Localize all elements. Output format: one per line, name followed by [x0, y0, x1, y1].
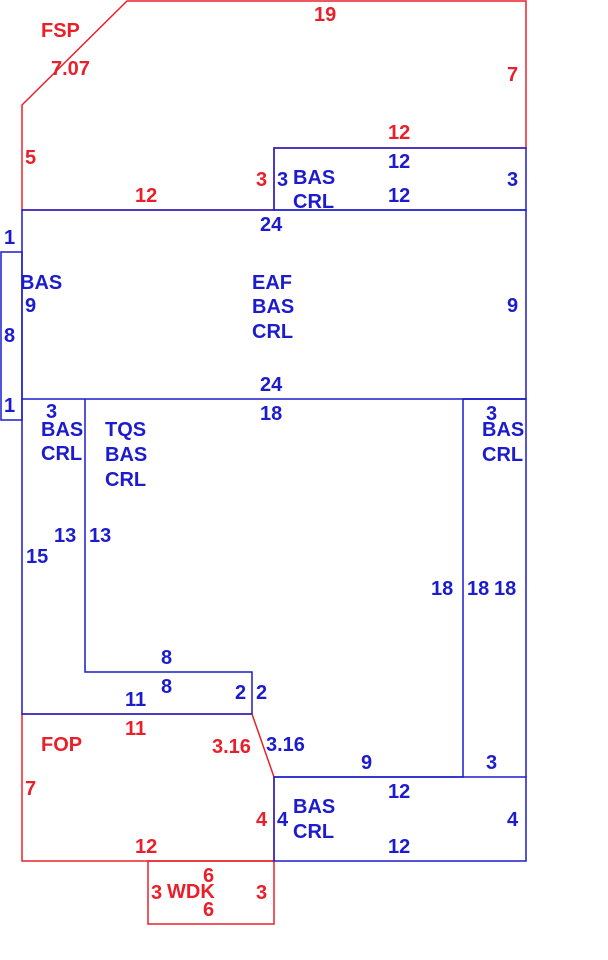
tqs-room-code-bas: BAS: [105, 444, 147, 466]
fsp-step-left-dimension: 3: [256, 169, 267, 191]
fop-diagonal-dimension: 3.16: [212, 736, 251, 758]
fop-left-dimension: 7: [25, 778, 36, 800]
bas-top-room-right-dimension: 3: [507, 169, 518, 191]
fsp-bottom-dimension: 12: [135, 185, 157, 207]
eaf-room-left-code: BAS: [20, 272, 62, 294]
bottom-bas-room-outline: [273, 776, 527, 862]
wdk-area-outline: [147, 860, 275, 925]
fsp-left-dimension: 5: [25, 147, 36, 169]
bottom-bas-room-code-bas: BAS: [293, 796, 335, 818]
wdk-label: WDK: [167, 881, 215, 903]
right-column-code-bas: BAS: [482, 419, 524, 441]
tqs-room-bottom-dimension: 9: [361, 752, 372, 774]
fsp-step-top-dimension: 12: [388, 122, 410, 144]
left-column-top-dimension: 3: [46, 401, 57, 423]
wdk-bottom-dimension: 6: [203, 899, 214, 921]
eaf-room-top-dimension: 24: [260, 214, 283, 236]
right-column-right-dimension: 18: [494, 578, 516, 600]
tqs-room-code-tqs: TQS: [105, 419, 146, 441]
right-column-top-dimension: 3: [486, 403, 497, 425]
bottom-bas-room-bottom-dimension: 12: [388, 836, 410, 858]
wdk-right-dimension: 3: [256, 882, 267, 904]
left-strip-side-dimension: 8: [4, 325, 15, 347]
tqs-room-outline: [84, 399, 253, 714]
bas-top-room-code-bas: BAS: [293, 167, 335, 189]
bas-top-room-code-crl: CRL: [293, 191, 334, 213]
bottom-bas-room-code-crl: CRL: [293, 821, 334, 843]
fsp-label: FSP: [41, 20, 80, 42]
bottom-bas-room-top-dimension: 12: [388, 781, 410, 803]
tqs-room-step-right-dimension: 2: [256, 682, 267, 704]
tqs-room-code-crl: CRL: [105, 469, 146, 491]
eaf-room-left-dimension: 9: [25, 295, 36, 317]
tqs-room-left-dimension: 13: [89, 525, 111, 547]
right-column-code-crl: CRL: [482, 444, 523, 466]
wdk-top-dimension: 6: [203, 865, 214, 887]
eaf-room-bottom-dimension: 24: [260, 374, 283, 396]
eaf-room-code-crl: CRL: [252, 321, 293, 343]
tqs-room-step-left-dimension: 2: [235, 682, 246, 704]
eaf-room-code-bas: BAS: [252, 296, 294, 318]
left-strip-top-dimension: 1: [4, 227, 15, 249]
fsp-diagonal-dimension: 7.07: [51, 58, 90, 80]
fop-label: FOP: [41, 734, 82, 756]
bottom-bas-room-left-dimension: 4: [277, 809, 289, 831]
tqs-room-step-top-dimension: 8: [161, 647, 172, 669]
left-column-outer-dimension: 15: [26, 546, 48, 568]
right-column-left-dimension: 18: [467, 578, 489, 600]
left-column-code-bas: BAS: [41, 419, 83, 441]
tqs-room-diagonal-dimension: 3.16: [266, 734, 305, 756]
right-column-outline: [463, 398, 527, 777]
left-column-outline: [21, 399, 252, 715]
left-column-code-crl: CRL: [41, 443, 82, 465]
eaf-room-code-eaf: EAF: [252, 272, 292, 294]
bas-top-room-top-dimension: 12: [388, 151, 410, 173]
fop-bottom-dimension: 12: [135, 836, 157, 858]
bas-top-room-bottom-dimension: 12: [388, 185, 410, 207]
fsp-top-dimension: 19: [314, 4, 336, 26]
eaf-room-right-dimension: 9: [507, 295, 518, 317]
bottom-bas-room-right-dimension: 4: [507, 809, 519, 831]
fop-top-dimension: 11: [125, 718, 146, 740]
tqs-room-right-dimension: 18: [431, 578, 453, 600]
left-column-inner-dimension: 13: [54, 525, 76, 547]
tqs-room-top-dimension: 18: [260, 403, 282, 425]
left-strip-bottom-dimension: 1: [4, 395, 15, 417]
left-column-bottom-dimension: 11: [125, 689, 146, 711]
left-strip-outline: [0, 251, 23, 421]
bas-top-room-left-dimension: 3: [277, 169, 288, 191]
fop-right-dimension: 4: [256, 809, 268, 831]
tqs-room-step-bottom-dimension: 8: [161, 676, 172, 698]
right-column-bottom-dimension: 3: [486, 752, 497, 774]
wdk-left-dimension: 3: [151, 882, 162, 904]
fsp-right-dimension: 7: [507, 64, 518, 86]
